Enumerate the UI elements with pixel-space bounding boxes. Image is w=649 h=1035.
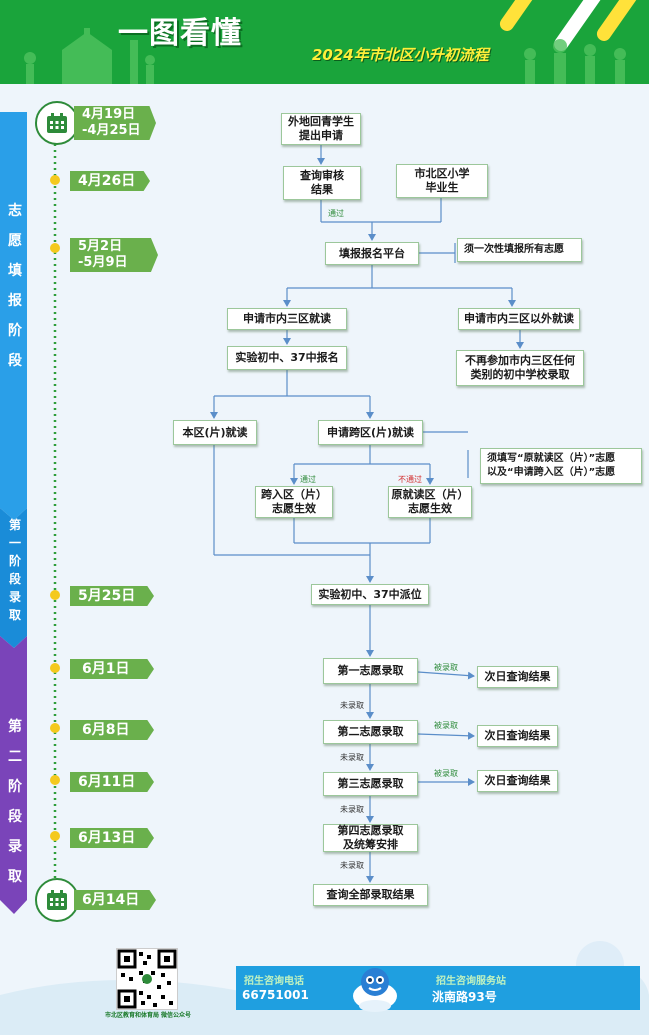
phone-label: 招生咨询电话 <box>244 976 304 987</box>
phase-label-stage2: 第二阶段录取 <box>8 719 22 885</box>
date-tag-jun1: 6月1日 <box>70 659 154 679</box>
phase-bar-stage2 <box>0 636 27 914</box>
note-line: 以及“申请跨入区（片）”志愿 <box>487 467 616 478</box>
box-fill-platform: 填报报名平台 <box>325 242 419 265</box>
phone-number: 66751001 <box>242 988 309 1002</box>
date-line: 5月2日 <box>78 239 123 254</box>
box-line: 毕业生 <box>425 181 459 194</box>
timeline-dots <box>50 175 60 841</box>
label-pass-cross: 通过 <box>300 475 316 484</box>
header-silhouette-icon <box>24 28 626 84</box>
phase-bar-fill <box>0 112 27 520</box>
qr-code-icon <box>116 948 178 1010</box>
office-label: 招生咨询服务站 <box>436 976 506 987</box>
date-tag-jun11: 6月11日 <box>70 772 154 792</box>
page-title: 一图看懂 <box>118 16 242 51</box>
box-line: 及统筹安排 <box>343 838 398 851</box>
flow-diagram <box>0 112 524 914</box>
label-admitted-3: 被录取 <box>434 769 458 778</box>
box-line: 原就读区（片） <box>391 488 469 501</box>
label-admitted-2: 被录取 <box>434 721 458 730</box>
label-not-admitted-1: 未录取 <box>340 701 364 710</box>
label-not-admitted-4: 未录取 <box>340 861 364 870</box>
box-next-day-3: 次日查询结果 <box>477 770 558 792</box>
box-check-review: 查询审核 结果 <box>283 166 361 200</box>
note-fill-all: 须一次性填报所有志愿 <box>457 238 582 262</box>
box-exp37-assign: 实验初中、37中派位 <box>311 584 429 605</box>
box-next-day-2: 次日查询结果 <box>477 725 558 747</box>
label-fail: 不通过 <box>398 475 422 484</box>
box-exp37-signup: 实验初中、37中报名 <box>227 346 347 370</box>
box-line: 类别的初中学校录取 <box>470 368 570 381</box>
box-cross-district: 申请跨区(片)就读 <box>318 420 423 445</box>
date-tag-may25: 5月25日 <box>70 586 154 606</box>
phase-label-fill: 志愿填报阶段 <box>8 203 22 369</box>
note-line: 须填写“原就读区（片）”志愿 <box>487 453 616 464</box>
box-query-all: 查询全部录取结果 <box>313 884 428 906</box>
date-line: -5月9日 <box>78 255 128 270</box>
box-next-day-1: 次日查询结果 <box>477 666 558 688</box>
calendar-start-icon <box>35 101 79 145</box>
date-tag-apr19: 4月19日 -4月25日 <box>74 106 156 140</box>
box-choice-4: 第四志愿录取 及统筹安排 <box>323 824 418 852</box>
office-address: 洮南路93号 <box>432 990 497 1004</box>
phase-bar-stage1 <box>0 508 27 648</box>
date-line: -4月25日 <box>82 123 141 138</box>
box-choice-2: 第二志愿录取 <box>323 720 418 744</box>
box-line: 查询审核 <box>300 169 344 182</box>
contact-info-bar: 招生咨询电话 66751001 招生咨询服务站 洮南路93号 <box>236 966 640 1010</box>
box-cross-effective: 跨入区（片） 志愿生效 <box>255 486 333 518</box>
box-line: 第四志愿录取 <box>337 824 404 837</box>
label-not-admitted-3: 未录取 <box>340 805 364 814</box>
date-tag-jun8: 6月8日 <box>70 720 154 740</box>
box-line: 志愿生效 <box>408 502 452 515</box>
box-line: 市北区小学 <box>414 167 470 180</box>
label-not-admitted-2: 未录取 <box>340 753 364 762</box>
header-banner: 一图看懂 2024年市北区小升初流程 <box>0 0 649 84</box>
box-line: 志愿生效 <box>272 502 316 515</box>
date-tag-apr26: 4月26日 <box>70 171 150 191</box>
box-orig-effective: 原就读区（片） 志愿生效 <box>388 486 472 518</box>
mascot-icon <box>350 960 400 1014</box>
date-line: 4月19日 <box>82 107 136 122</box>
box-apply-outside: 申请市内三区以外就读 <box>458 308 580 330</box>
date-tag-may2: 5月2日 -5月9日 <box>70 238 158 272</box>
label-admitted-1: 被录取 <box>434 663 458 672</box>
box-local-grads: 市北区小学 毕业生 <box>396 164 488 198</box>
box-line: 提出申请 <box>299 129 343 142</box>
box-line: 不再参加市内三区任何 <box>465 354 575 367</box>
page-subtitle: 2024年市北区小升初流程 <box>312 46 489 64</box>
box-choice-3: 第三志愿录取 <box>323 772 418 796</box>
phase-label-stage1: 第一阶段录取 <box>8 518 21 622</box>
box-line: 结果 <box>311 183 333 196</box>
calendar-end-icon <box>35 878 79 922</box>
qr-caption: 市北区教育和体育局 微信公众号 <box>104 1012 192 1019</box>
box-no-participate: 不再参加市内三区任何 类别的初中学校录取 <box>456 350 584 386</box>
box-line: 跨入区（片） <box>261 488 327 501</box>
box-choice-1: 第一志愿录取 <box>323 658 418 684</box>
box-outside-students: 外地回青学生 提出申请 <box>281 113 361 145</box>
note-fill-orig: 须填写“原就读区（片）”志愿 以及“申请跨入区（片）”志愿 <box>480 448 642 484</box>
label-pass: 通过 <box>328 209 344 218</box>
box-apply-three: 申请市内三区就读 <box>227 308 347 330</box>
date-tag-jun13: 6月13日 <box>70 828 154 848</box>
box-line: 外地回青学生 <box>288 115 354 128</box>
date-tag-jun14: 6月14日 <box>74 890 156 910</box>
box-local-district: 本区(片)就读 <box>173 420 257 445</box>
